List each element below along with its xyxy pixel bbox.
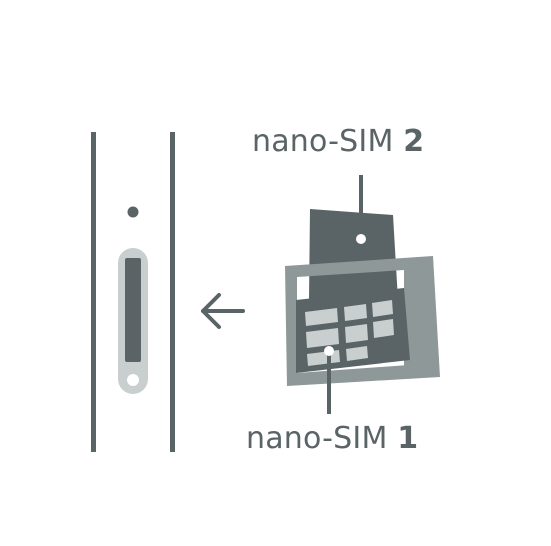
- nano-sim-2-label-text: nano-SIM: [252, 124, 404, 159]
- nano-sim-1-label: nano-SIM 1: [246, 421, 418, 456]
- left-arrow-icon: [201, 293, 245, 329]
- nano-sim-1-card: [296, 288, 410, 373]
- tray-slot-opening: [125, 258, 141, 362]
- sim2-callout-dot: [356, 234, 366, 244]
- nano-sim-2-label-number: 2: [403, 124, 425, 159]
- sim-chip-contacts: [305, 300, 394, 366]
- eject-pin-hole: [127, 206, 139, 218]
- phone-edge-line-left: [91, 132, 96, 452]
- tray-slot-pin-hole: [127, 374, 139, 386]
- sim1-callout-dot: [324, 346, 334, 356]
- nano-sim-1-label-text: nano-SIM: [246, 421, 398, 456]
- nano-sim-2-label: nano-SIM 2: [252, 124, 424, 159]
- nano-sim-2-card: [309, 209, 398, 300]
- phone-edge-line-right: [170, 132, 175, 452]
- nano-sim-1-label-number: 1: [397, 421, 419, 456]
